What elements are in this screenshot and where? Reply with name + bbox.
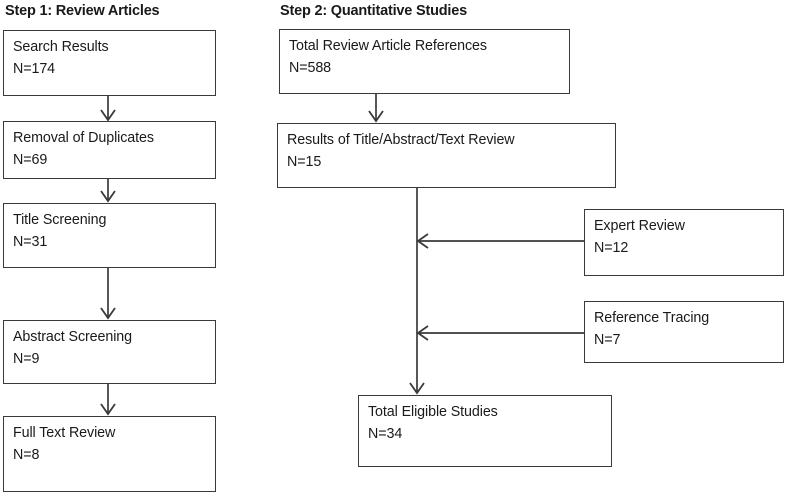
node-count: N=588 [289, 59, 332, 76]
arrow-left-icon-reference-tracing [416, 325, 584, 341]
arrow-left-icon-expert-review [416, 233, 584, 249]
node-count: N=8 [13, 446, 40, 463]
node-label: Total Review Article References [289, 38, 487, 54]
node-count: N=7 [594, 331, 621, 348]
node-total-review-article-references: Total Review Article References N=588 [279, 29, 570, 94]
node-count: N=34 [368, 425, 403, 442]
arrow-down-icon-s2-1 [368, 94, 384, 123]
arrow-down-icon-s2-spine [409, 188, 425, 395]
node-label: Title Screening [13, 212, 107, 228]
node-label: Expert Review [594, 218, 685, 234]
node-label: Full Text Review [13, 425, 116, 441]
node-count: N=15 [287, 153, 322, 170]
node-label: Removal of Duplicates [13, 130, 154, 146]
node-count: N=69 [13, 151, 48, 168]
node-count: N=31 [13, 233, 48, 250]
node-label: Abstract Screening [13, 329, 132, 345]
node-full-text-review: Full Text Review N=8 [3, 416, 216, 492]
node-label: Search Results [13, 39, 109, 55]
node-label: Results of Title/Abstract/Text Review [287, 132, 515, 148]
node-abstract-screening: Abstract Screening N=9 [3, 320, 216, 384]
arrow-down-icon-s1-4 [100, 384, 116, 416]
arrow-down-icon-s1-2 [100, 179, 116, 203]
node-search-results: Search Results N=174 [3, 30, 216, 96]
arrow-down-icon-s1-3 [100, 268, 116, 320]
step2-heading: Step 2: Quantitative Studies [280, 3, 467, 19]
step1-heading: Step 1: Review Articles [5, 3, 160, 19]
node-reference-tracing: Reference Tracing N=7 [584, 301, 784, 363]
node-count: N=12 [594, 239, 629, 256]
node-count: N=174 [13, 60, 56, 77]
node-results-of-title-abstract-text-review: Results of Title/Abstract/Text Review N=… [277, 123, 616, 188]
node-label: Reference Tracing [594, 310, 710, 326]
node-removal-of-duplicates: Removal of Duplicates N=69 [3, 121, 216, 179]
node-expert-review: Expert Review N=12 [584, 209, 784, 276]
node-label: Total Eligible Studies [368, 404, 498, 420]
node-title-screening: Title Screening N=31 [3, 203, 216, 268]
arrow-down-icon-s1-1 [100, 96, 116, 122]
node-count: N=9 [13, 350, 40, 367]
node-total-eligible-studies: Total Eligible Studies N=34 [358, 395, 612, 467]
